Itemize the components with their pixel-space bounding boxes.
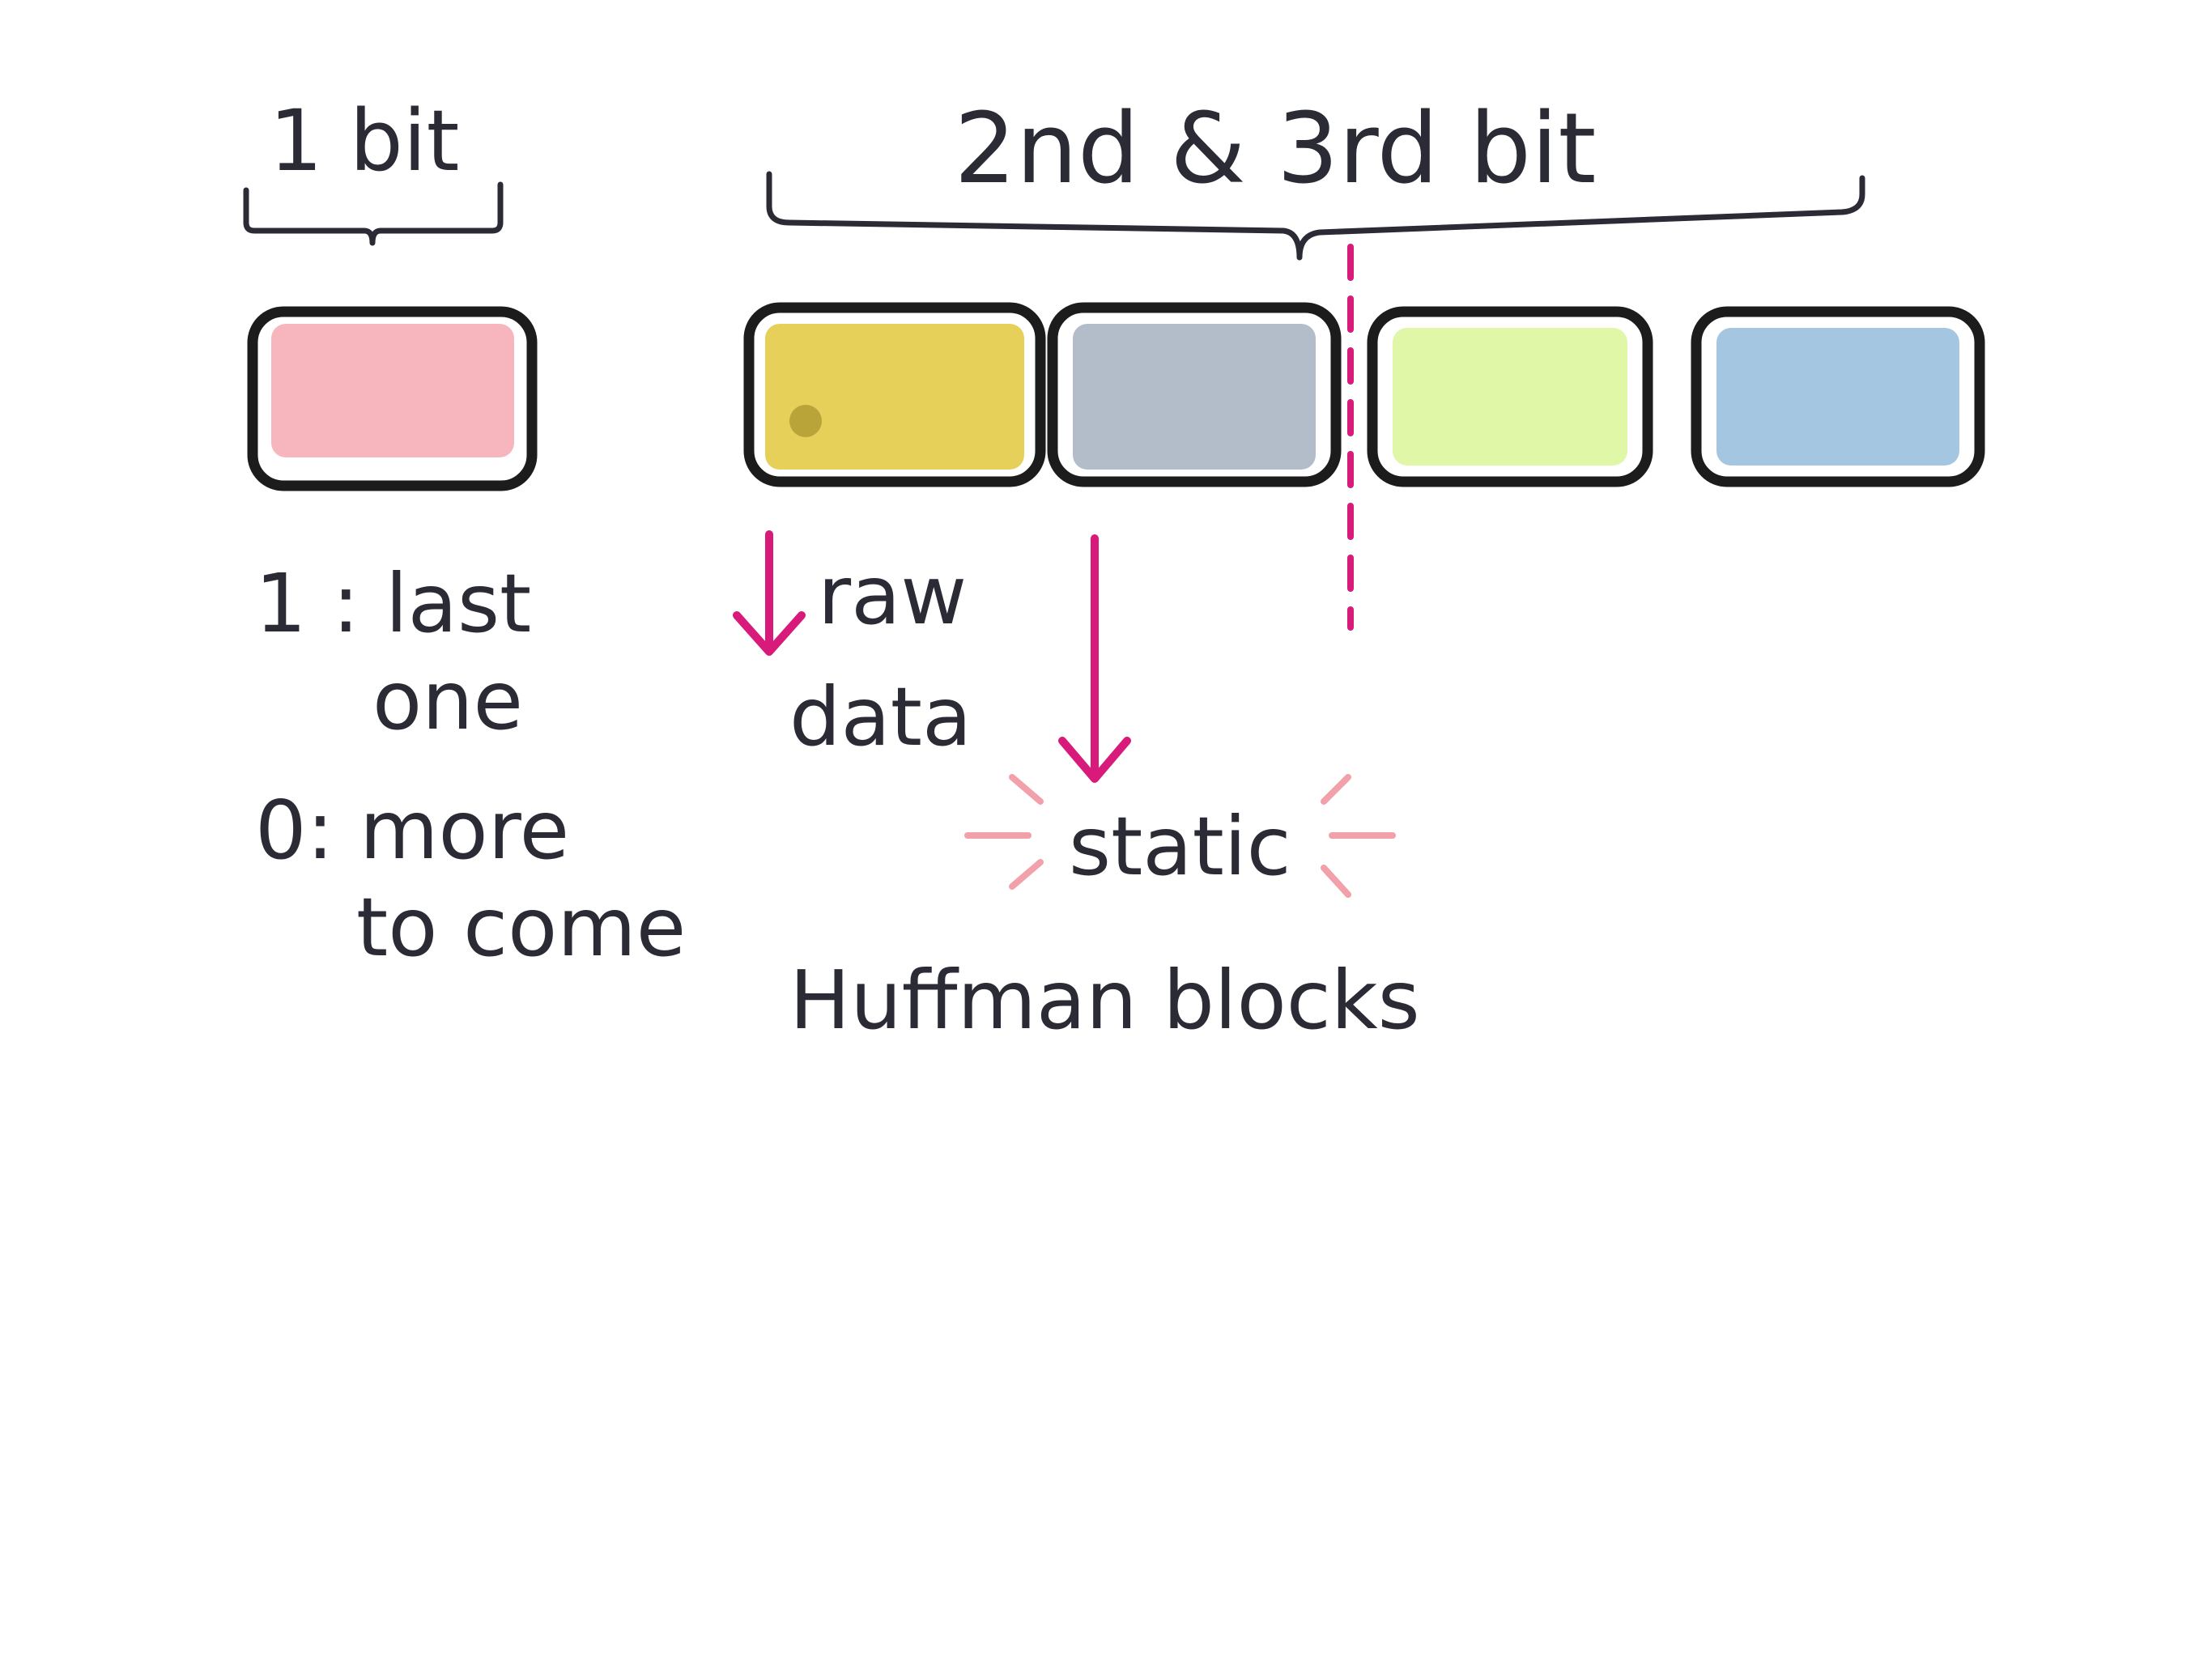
bit-box-4 xyxy=(1367,306,1653,487)
last-one-label: 1 : last one xyxy=(255,556,557,748)
bit-outline-3 xyxy=(1047,302,1342,487)
emphasis-rays xyxy=(964,774,1396,898)
raw-data-arrow xyxy=(733,530,806,656)
static-huffman-line-2: Huffman blocks xyxy=(789,953,1420,1048)
bit-box-5 xyxy=(1691,306,1985,487)
bit-box-3 xyxy=(1047,302,1342,487)
static-huffman-line: static xyxy=(1069,799,1291,894)
raw-data-line-2: data xyxy=(789,670,972,764)
first-bit-label: 1 bit xyxy=(270,91,460,190)
brace-first-bit xyxy=(243,181,504,246)
static-huffman-arrow xyxy=(1058,534,1131,783)
raw-data-line: raw xyxy=(818,548,967,643)
last-one-line-2: one xyxy=(372,653,523,748)
static-huffman-label: static Huffman blocks xyxy=(789,799,1420,1048)
more-to-come-line-2: to come xyxy=(356,880,686,975)
second-third-bits-label: 2nd & 3rd bit xyxy=(955,93,1597,206)
bit-outline-1 xyxy=(247,306,538,491)
bit-fill-1 xyxy=(271,324,514,457)
bit-outline-5 xyxy=(1691,306,1985,487)
more-to-come-line: 0: more xyxy=(255,783,569,878)
more-to-come-label: 0: more to come xyxy=(255,783,686,975)
bit-outline-4 xyxy=(1367,306,1653,487)
bit-box-1 xyxy=(247,306,538,491)
brace-second-third-bits xyxy=(766,171,1865,261)
bit-box-2 xyxy=(743,302,1046,487)
bit-fill-5 xyxy=(1716,328,1959,466)
raw-data-label: raw data xyxy=(789,548,993,764)
bit-outline-2 xyxy=(743,302,1046,487)
bit-fill-4 xyxy=(1393,328,1627,466)
bit-fill-3 xyxy=(1073,324,1316,470)
bit-fill-2 xyxy=(765,324,1024,470)
last-one-line: 1 : last xyxy=(255,556,531,651)
ink-smudge xyxy=(789,405,822,437)
